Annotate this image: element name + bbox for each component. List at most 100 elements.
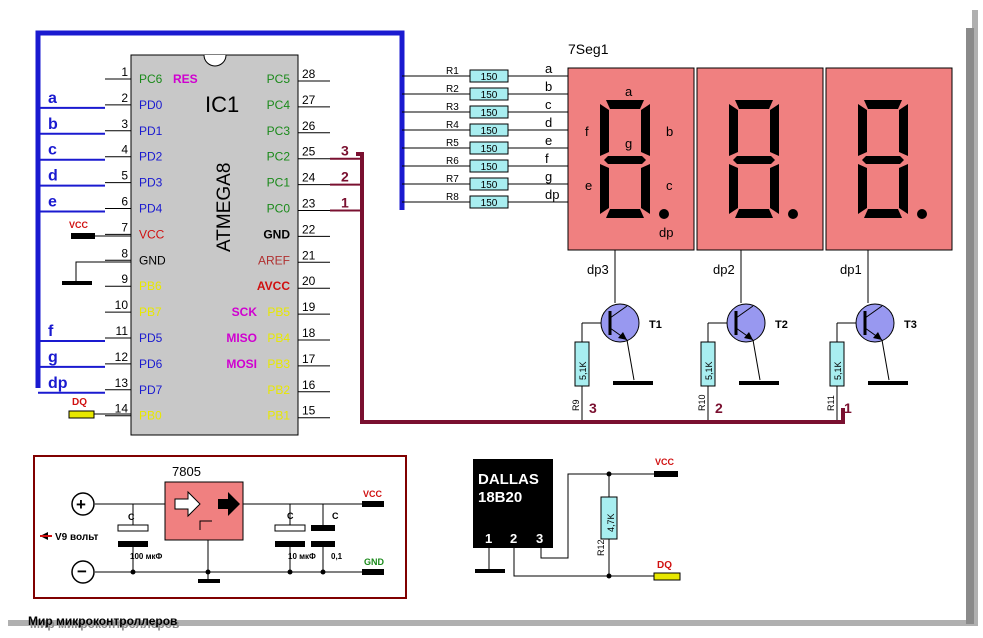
ic-pin-number: 23 — [302, 197, 316, 211]
c3-plate-top — [311, 525, 335, 531]
reg-gnd-label: GND — [364, 557, 385, 567]
segment-dp — [917, 209, 927, 219]
bus-maroon-line — [356, 152, 845, 424]
c3-plate-bottom — [311, 541, 335, 547]
bus-signal-label: b — [48, 116, 58, 133]
plus-sign: + — [76, 495, 86, 514]
ic-pin-number: 22 — [302, 222, 316, 236]
c1-label: C — [128, 512, 135, 522]
sensor-dq-port — [653, 572, 681, 581]
emitter-arrow-icon — [744, 332, 753, 340]
junction-dot — [320, 569, 326, 575]
bus-signal-label: g — [48, 349, 58, 366]
ds18b20-line2: 18B20 — [478, 489, 522, 506]
segment-f — [600, 104, 609, 156]
ic-pin-label: GND — [263, 227, 290, 241]
select-line-label: 2 — [341, 169, 349, 185]
ic-ref: IC1 — [205, 92, 239, 117]
input-voltage-label: V9 вольт — [55, 532, 99, 543]
reg-vcc-port — [362, 501, 384, 507]
ic-pin-label: PC3 — [267, 124, 291, 138]
r12-value: 4,7K — [606, 513, 616, 532]
resistor-value: 150 — [481, 180, 498, 191]
ic-pin-label: PB4 — [267, 331, 290, 345]
transistor-collector — [735, 305, 754, 319]
segment-signal-label: a — [545, 61, 553, 76]
r12-ref: R12 — [596, 539, 606, 556]
emitter-lead — [752, 339, 761, 381]
resistor-value: 150 — [481, 162, 498, 173]
segment-e — [729, 164, 738, 214]
segment-letter: a — [625, 84, 633, 99]
segment-letter: dp — [659, 225, 673, 240]
ic-part: ATMEGA8 — [214, 163, 235, 252]
ic-pin-label: AREF — [258, 253, 290, 267]
base-resistor-ref: R9 — [571, 399, 581, 411]
digit-common-label: dp3 — [587, 262, 609, 277]
ic-pin-number: 20 — [302, 274, 316, 288]
ic-pin-number: 7 — [121, 220, 128, 234]
segment-signal-label: e — [545, 133, 552, 148]
ic-pin-label: PC0 — [267, 202, 291, 216]
ic-pin-alt-label: RES — [173, 72, 198, 86]
vcc-label-left: VCC — [69, 220, 89, 230]
ic-pin-label: PC2 — [267, 150, 291, 164]
bus-signal-label: dp — [48, 375, 68, 392]
transistor-ref: T2 — [775, 319, 788, 331]
ic-pin-label: AVCC — [257, 279, 290, 293]
segment-letter: e — [585, 178, 592, 193]
segment-f — [858, 104, 867, 156]
segment-letter: b — [666, 124, 673, 139]
ic-pin-number: 6 — [121, 195, 128, 209]
segment-signal-label: dp — [545, 187, 559, 202]
segment-letter: g — [625, 136, 632, 151]
ic-pin-label: PD1 — [139, 124, 163, 138]
c3-value: 0,1 — [331, 552, 343, 561]
ic-pin-number: 12 — [115, 350, 129, 364]
ic-pin-number: 25 — [302, 145, 316, 159]
ic-pin-label: PB3 — [267, 357, 290, 371]
plus-terminal — [71, 492, 95, 516]
digit-common-label: dp2 — [713, 262, 735, 277]
ds18b20-circuit: DALLAS 18B20 1 2 3 4,7K R12 VCC DQ — [473, 457, 681, 581]
ic-pin-label: PD0 — [139, 98, 163, 112]
digit-select-labels: 321 — [330, 143, 362, 212]
resistor-value: 150 — [481, 108, 498, 119]
gnd-symbol-left — [62, 281, 92, 285]
ic-pin-label: VCC — [139, 227, 165, 241]
ds18b20-pin1: 1 — [485, 531, 492, 546]
ds18b20-body — [473, 459, 553, 548]
ds18b20-line1: DALLAS — [478, 471, 539, 488]
regulator-gnd-mark — [199, 520, 212, 530]
base-resistor-value: 5,1K — [578, 361, 588, 380]
ic-pin-alt-label: SCK — [232, 305, 258, 319]
minus-sign: − — [77, 562, 87, 581]
ic-pin-label: PD7 — [139, 383, 163, 397]
segment-d — [864, 209, 902, 218]
bus-signal-label: c — [48, 142, 57, 159]
dq-port-left — [68, 410, 95, 419]
c1-plate-top — [117, 524, 149, 532]
resistor-value: 150 — [481, 126, 498, 137]
regulator-arrow-in — [174, 490, 201, 518]
junction-dot — [287, 569, 293, 575]
ic-right-pins: 28PC527PC426PC325PC224PC123PC022GND21ARE… — [226, 67, 330, 423]
sensor-dq-label: DQ — [657, 560, 672, 571]
ic-pin-label: PD6 — [139, 357, 163, 371]
ic-pin-number: 4 — [121, 143, 128, 157]
base-resistor-value: 5,1K — [833, 361, 843, 380]
dq-label-left: DQ — [72, 397, 87, 408]
emitter-arrow-icon — [873, 332, 882, 340]
segment-a — [864, 100, 902, 109]
ic-pin-number: 24 — [302, 171, 316, 185]
ic-pin-number: 26 — [302, 119, 316, 133]
junction-dot — [205, 569, 211, 575]
ic-pin-label: PB0 — [139, 409, 162, 423]
sensor-vcc-port — [654, 471, 678, 477]
